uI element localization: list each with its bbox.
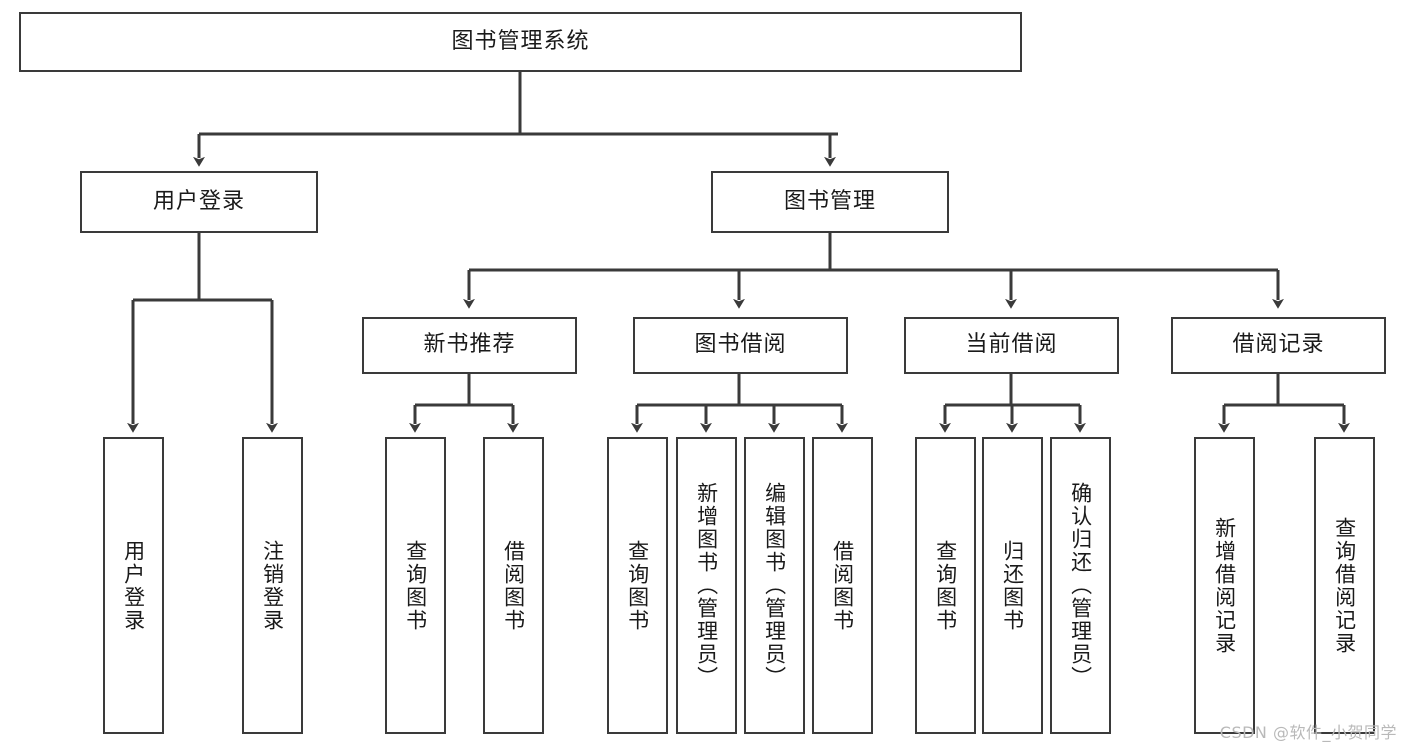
leaf-edit-book[interactable]: 编辑图书（管理员）	[744, 437, 805, 734]
leaf-edit-book-label: 编辑图书（管理员）	[762, 482, 787, 689]
leaf-confirm-return-label: 确认归还（管理员）	[1068, 482, 1093, 689]
node-new-book-recommend[interactable]: 新书推荐	[362, 317, 577, 374]
leaf-user-login-label: 用户登录	[121, 539, 146, 632]
node-book-management[interactable]: 图书管理	[711, 171, 949, 233]
node-current-borrow[interactable]: 当前借阅	[904, 317, 1119, 374]
node-borrow-record[interactable]: 借阅记录	[1171, 317, 1386, 374]
leaf-borrow-book-1-label: 借阅图书	[501, 539, 526, 632]
leaf-add-book-label: 新增图书（管理员）	[694, 482, 719, 689]
node-book-management-label: 图书管理	[783, 188, 876, 214]
leaf-query-book-1-label: 查询图书	[403, 539, 428, 632]
node-user-login-label: 用户登录	[152, 188, 245, 214]
leaf-query-book-3[interactable]: 查询图书	[915, 437, 976, 734]
leaf-query-book-1[interactable]: 查询图书	[385, 437, 446, 734]
leaf-return-book-label: 归还图书	[1000, 539, 1025, 632]
node-book-borrow[interactable]: 图书借阅	[633, 317, 848, 374]
leaf-user-login[interactable]: 用户登录	[103, 437, 164, 734]
leaf-add-book[interactable]: 新增图书（管理员）	[676, 437, 737, 734]
leaf-query-record[interactable]: 查询借阅记录	[1314, 437, 1375, 734]
node-new-book-recommend-label: 新书推荐	[423, 332, 516, 358]
leaf-return-book[interactable]: 归还图书	[982, 437, 1043, 734]
node-root[interactable]: 图书管理系统	[19, 12, 1022, 72]
csdn-watermark: CSDN @软件_小贺同学	[1219, 723, 1397, 742]
node-borrow-record-label: 借阅记录	[1232, 332, 1325, 358]
leaf-query-book-3-label: 查询图书	[933, 539, 958, 632]
leaf-logout-login[interactable]: 注销登录	[242, 437, 303, 734]
node-current-borrow-label: 当前借阅	[965, 332, 1058, 358]
leaf-add-record[interactable]: 新增借阅记录	[1194, 437, 1255, 734]
leaf-borrow-book-2-label: 借阅图书	[830, 539, 855, 632]
node-user-login[interactable]: 用户登录	[80, 171, 318, 233]
leaf-confirm-return[interactable]: 确认归还（管理员）	[1050, 437, 1111, 734]
leaf-query-book-2[interactable]: 查询图书	[607, 437, 668, 734]
node-book-borrow-label: 图书借阅	[694, 332, 787, 358]
leaf-query-record-label: 查询借阅记录	[1332, 516, 1357, 655]
leaf-query-book-2-label: 查询图书	[625, 539, 650, 632]
leaf-logout-login-label: 注销登录	[260, 539, 285, 632]
leaf-borrow-book-1[interactable]: 借阅图书	[483, 437, 544, 734]
leaf-borrow-book-2[interactable]: 借阅图书	[812, 437, 873, 734]
node-root-label: 图书管理系统	[451, 28, 590, 54]
leaf-add-record-label: 新增借阅记录	[1212, 516, 1237, 655]
